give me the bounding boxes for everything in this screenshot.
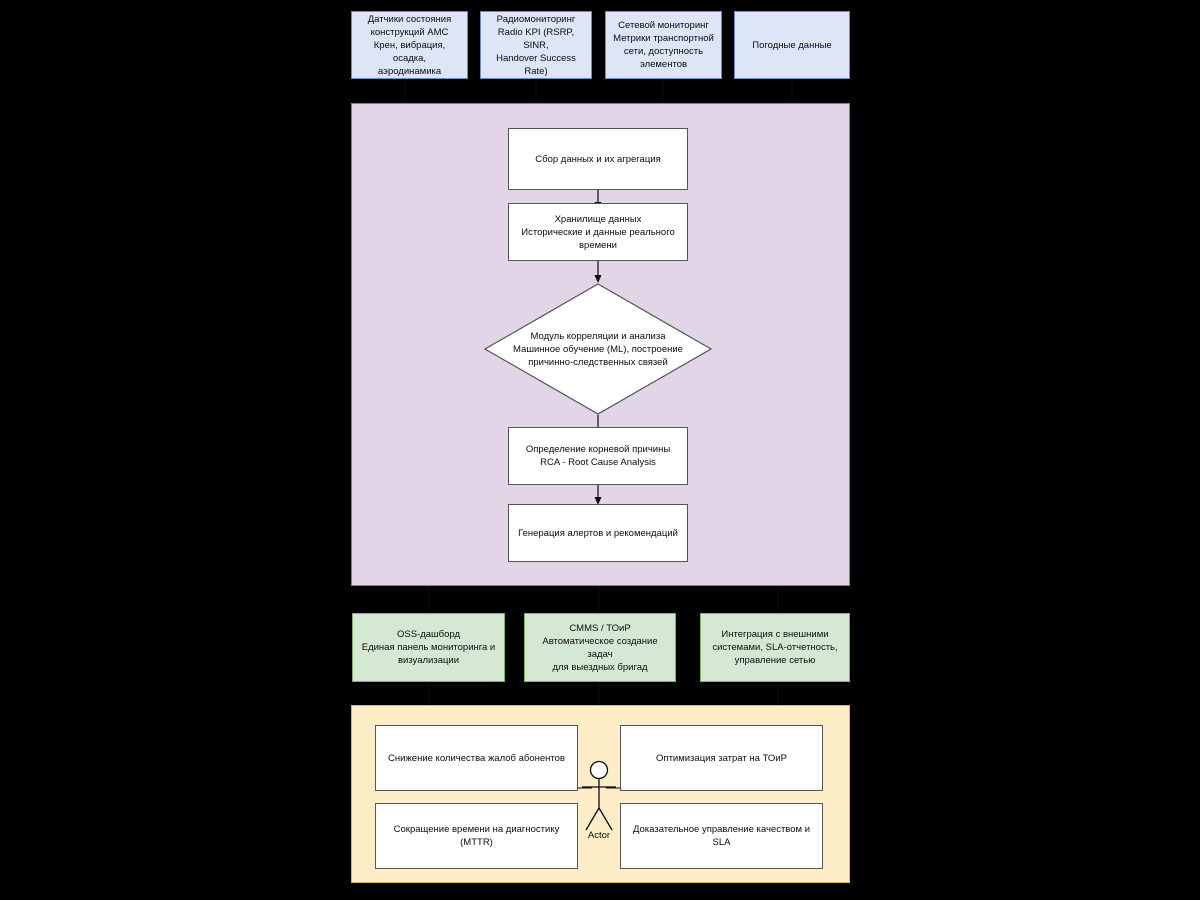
source-box-radio[interactable]: Радиомониторинг Radio KPI (RSRP, SINR, H…	[480, 11, 592, 79]
pipeline-box-alerts[interactable]: Генерация алертов и рекомендаций	[508, 504, 688, 562]
connector-weather-to-pipeline	[791, 79, 793, 104]
benefit-box-mttr[interactable]: Сокращение времени на диагностику (MTTR)	[375, 803, 578, 869]
benefit-box-quality[interactable]: Доказательное управление качеством и SLA	[620, 803, 823, 869]
output-box-oss[interactable]: OSS-дашборд Единая панель мониторинга и …	[352, 613, 505, 682]
connector-pipeline-to-oss	[428, 586, 430, 613]
source-box-weather[interactable]: Погодные данные	[734, 11, 850, 79]
output-box-integration[interactable]: Интеграция с внешними системами, SLA-отч…	[700, 613, 850, 682]
pipeline-diamond-analysis[interactable]: Модуль корреляции и анализа Машинное обу…	[484, 283, 712, 415]
pipeline-box-rca[interactable]: Определение корневой причины RCA - Root …	[508, 427, 688, 485]
connector-sensors-to-pipeline	[404, 79, 406, 104]
actor-figure[interactable]: Actor	[578, 760, 620, 842]
pipeline-box-collect[interactable]: Сбор данных и их агрегация	[508, 128, 688, 190]
connector-pipeline-to-cmms	[598, 586, 600, 613]
connector-radio-to-pipeline	[535, 79, 537, 104]
benefit-box-costs[interactable]: Оптимизация затрат на ТОиР	[620, 725, 823, 791]
connector-pipeline-to-integration	[777, 586, 779, 613]
connector-cmms-to-benefits	[598, 682, 600, 706]
source-box-network[interactable]: Сетевой мониторинг Метрики транспортной …	[605, 11, 722, 79]
output-box-cmms[interactable]: CMMS / ТОиР Автоматическое создание зада…	[524, 613, 676, 682]
benefit-box-complaints[interactable]: Снижение количества жалоб абонентов	[375, 725, 578, 791]
connector-oss-to-benefits	[428, 682, 430, 706]
pipeline-box-storage[interactable]: Хранилище данных Исторические и данные р…	[508, 203, 688, 261]
actor-label: Actor	[587, 830, 611, 841]
source-box-sensors[interactable]: Датчики состояния конструкций АМС Крен, …	[351, 11, 468, 79]
connector-network-to-pipeline	[662, 79, 664, 104]
connector-integration-to-benefits	[777, 682, 779, 706]
